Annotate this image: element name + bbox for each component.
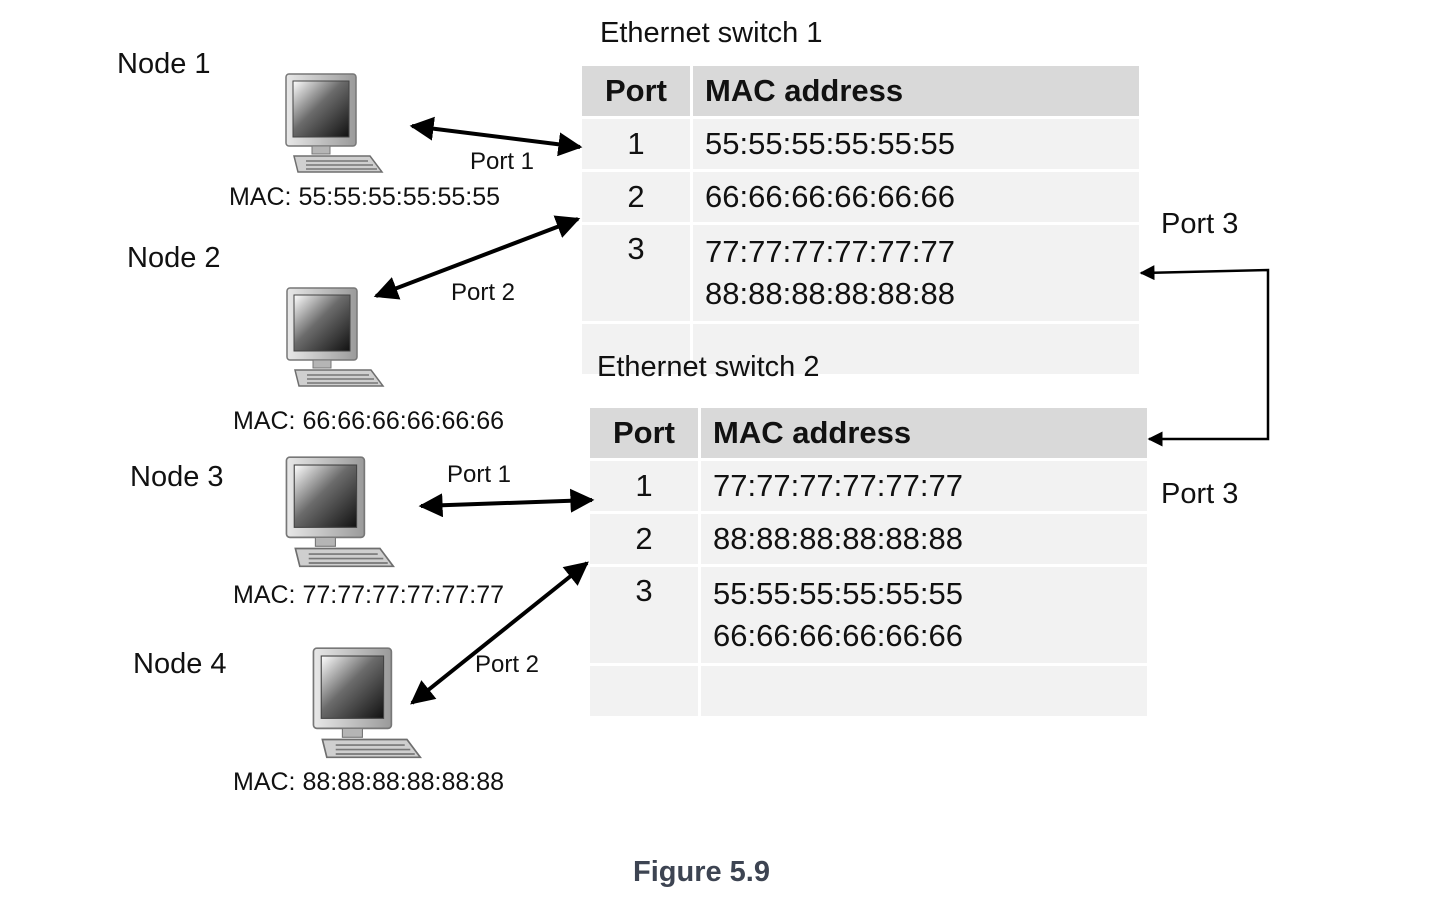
node-1-port-label: Port 1 bbox=[470, 148, 535, 175]
switch-2-uplink-port-label: Port 3 bbox=[1161, 478, 1239, 510]
mac-cell: 55:55:55:55:55:55 bbox=[693, 116, 1139, 169]
table-row: 2 88:88:88:88:88:88 bbox=[590, 511, 1147, 564]
link-node1-switch1 bbox=[409, 116, 583, 157]
node-3-mac: MAC: 77:77:77:77:77:77 bbox=[233, 581, 505, 609]
node-2-label: Node 2 bbox=[127, 242, 221, 274]
table-row: 1 77:77:77:77:77:77 bbox=[590, 458, 1147, 511]
mac-entry: 88:88:88:88:88:88 bbox=[705, 276, 955, 311]
mac-cell: 88:88:88:88:88:88 bbox=[701, 511, 1147, 564]
figure-caption: Figure 5.9 bbox=[633, 856, 770, 888]
desktop-computer-icon bbox=[285, 73, 384, 173]
table-row: 2 66:66:66:66:66:66 bbox=[582, 169, 1139, 222]
desktop-computer-icon bbox=[285, 456, 395, 568]
switch-1-uplink-port-label: Port 3 bbox=[1161, 208, 1239, 240]
node-4-mac: MAC: 88:88:88:88:88:88 bbox=[233, 768, 505, 796]
desktop-computer-icon bbox=[312, 647, 422, 759]
node-3-port-label: Port 1 bbox=[447, 461, 512, 488]
column-header-mac: MAC address bbox=[693, 66, 1139, 116]
desktop-computer-icon bbox=[286, 287, 385, 387]
node-4-label: Node 4 bbox=[133, 648, 227, 680]
table-row-empty bbox=[590, 663, 1147, 716]
port-cell: 1 bbox=[590, 458, 701, 511]
switch-2-table: Port MAC address 1 77:77:77:77:77:77 2 8… bbox=[590, 408, 1147, 716]
mac-cell: 77:77:77:77:77:77 88:88:88:88:88:88 bbox=[693, 222, 1139, 321]
node-2-port-label: Port 2 bbox=[451, 279, 516, 306]
switch-2-title: Ethernet switch 2 bbox=[597, 351, 820, 383]
column-header-mac: MAC address bbox=[701, 408, 1147, 458]
node-1-mac: MAC: 55:55:55:55:55:55 bbox=[229, 183, 501, 211]
mac-cell: 55:55:55:55:55:55 66:66:66:66:66:66 bbox=[701, 564, 1147, 663]
node-3-label: Node 3 bbox=[130, 461, 224, 493]
node-1-label: Node 1 bbox=[117, 48, 211, 80]
switch-1-title: Ethernet switch 1 bbox=[600, 17, 823, 49]
mac-entry: 77:77:77:77:77:77 bbox=[705, 234, 955, 269]
empty-cell bbox=[693, 321, 1139, 374]
link-switch1-switch2 bbox=[1139, 265, 1270, 447]
empty-cell bbox=[701, 663, 1147, 716]
port-cell: 1 bbox=[582, 116, 693, 169]
empty-cell bbox=[590, 663, 701, 716]
node-4-port-label: Port 2 bbox=[475, 651, 540, 678]
table-row: 1 55:55:55:55:55:55 bbox=[582, 116, 1139, 169]
port-cell: 2 bbox=[582, 169, 693, 222]
column-header-port: Port bbox=[590, 408, 701, 458]
empty-cell bbox=[582, 321, 693, 374]
port-cell: 3 bbox=[582, 222, 693, 321]
port-cell: 3 bbox=[590, 564, 701, 663]
table-row: 3 77:77:77:77:77:77 88:88:88:88:88:88 bbox=[582, 222, 1139, 321]
table-row: 3 55:55:55:55:55:55 66:66:66:66:66:66 bbox=[590, 564, 1147, 663]
table-row-empty bbox=[582, 321, 1139, 374]
mac-cell: 77:77:77:77:77:77 bbox=[701, 458, 1147, 511]
node-2-mac: MAC: 66:66:66:66:66:66 bbox=[233, 407, 505, 435]
port-cell: 2 bbox=[590, 511, 701, 564]
link-node3-switch2 bbox=[418, 488, 595, 518]
mac-cell: 66:66:66:66:66:66 bbox=[693, 169, 1139, 222]
column-header-port: Port bbox=[582, 66, 693, 116]
mac-entry: 66:66:66:66:66:66 bbox=[713, 618, 963, 653]
switch-1-table: Port MAC address 1 55:55:55:55:55:55 2 6… bbox=[582, 66, 1139, 374]
mac-entry: 55:55:55:55:55:55 bbox=[713, 576, 963, 611]
